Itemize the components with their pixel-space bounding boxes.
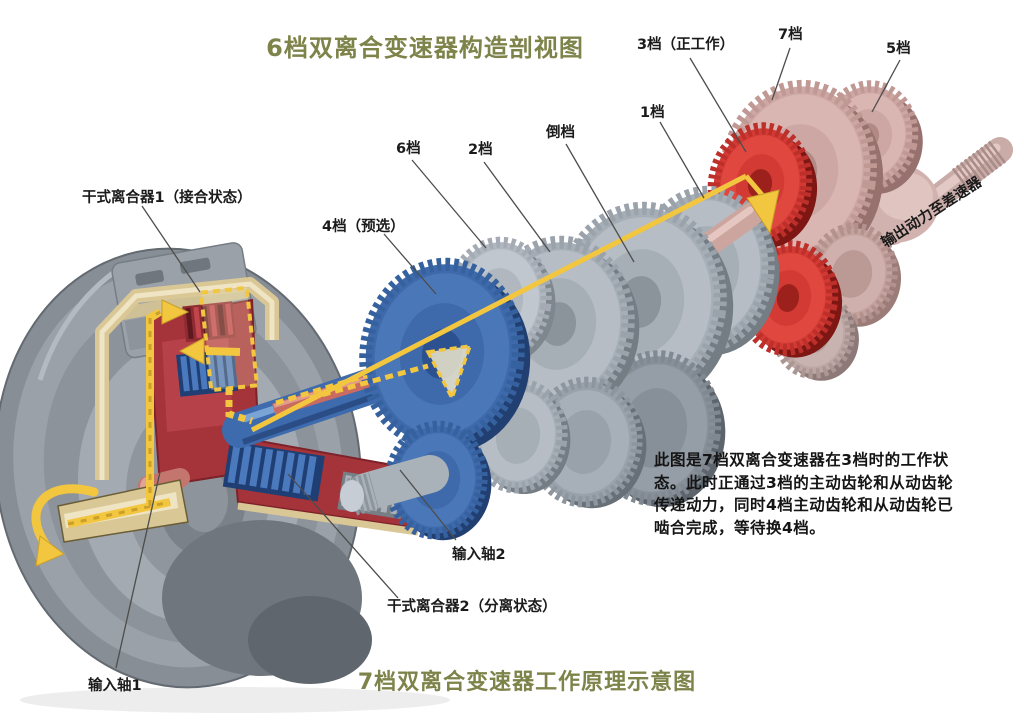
label-input-shaft1: 输入轴1 [88,676,142,694]
countershaft-hub [340,455,449,516]
description-line: 态。此时正通过3档的主动齿轮和从动齿轮 [654,473,954,492]
label-gear7: 7档 [778,25,803,43]
leader-clutch2 [287,473,399,599]
leader-gear1 [659,121,705,199]
preselect-arrowhead [425,343,473,403]
main-flow-bend [744,174,765,198]
main-flow-line [250,173,748,433]
description-line: 此图是7档双离合变速器在3档时的工作状 [654,451,949,469]
leader-gear2 [483,161,551,253]
ground-shadow [20,687,450,713]
leader-lines [115,47,901,669]
rim-highlight [37,265,122,381]
label-input-shaft2: 输入轴2 [452,545,506,563]
power-flow [31,173,780,567]
title-bottom: 7档双离合变速器工作原理示意图 [358,669,696,695]
rotation-arrowhead [35,535,65,567]
description-line: 传递动力，同时4档主动齿轮和从动齿轮已 [654,496,954,515]
flow-arm-dashes [67,500,171,526]
leader-gear3 [689,57,747,153]
leader-gear4 [383,233,437,295]
label-gear1: 1档 [640,103,665,121]
leader-gear6 [411,159,487,249]
clutch1-blue-pack [176,348,239,397]
leader-gear7 [771,47,791,101]
leader-gear5 [871,59,901,113]
main-flow-arrowhead [746,189,780,235]
flow-band-to-blue [205,347,241,356]
gear-lower-dark [588,350,726,508]
label-clutch2: 干式离合器2（分离状态） [387,597,557,615]
label-gear5: 5档 [886,39,911,57]
description-note: 此图是7档双离合变速器在3档时的工作状 态。此时正通过3档的主动齿轮和从动齿轮 … [654,449,954,539]
leader-input1 [115,471,161,669]
leader-reverse [565,143,635,263]
description-line: 啮合完成，等待换4档。 [654,518,826,537]
label-gear4: 4档（预选） [322,217,405,235]
label-gear6: 6档 [396,139,421,157]
output-shaft-splines [951,139,1009,191]
flywheel-hub-core [180,468,228,532]
label-gear2: 2档 [468,140,493,158]
flow-riser-dashes [148,310,161,506]
leader-input2 [399,469,457,541]
flow-dashed-frame [198,285,260,393]
flow-arrow-into-clutch1 [161,299,190,325]
flow-down-to-shaft [225,388,254,425]
housing-bulge-2 [248,596,372,684]
label-gear3: 3档（正工作） [637,35,734,53]
housing-wall-core [99,281,275,480]
label-clutch1: 干式离合器1（接合状态） [82,188,252,206]
flow-arrow-into-pack [178,337,205,365]
leader-clutch1 [141,205,201,293]
label-reverse: 倒档 [545,123,575,141]
clutch1-friction-pack [182,301,236,343]
title-top: 6档双离合变速器构造剖视图 [266,34,584,62]
